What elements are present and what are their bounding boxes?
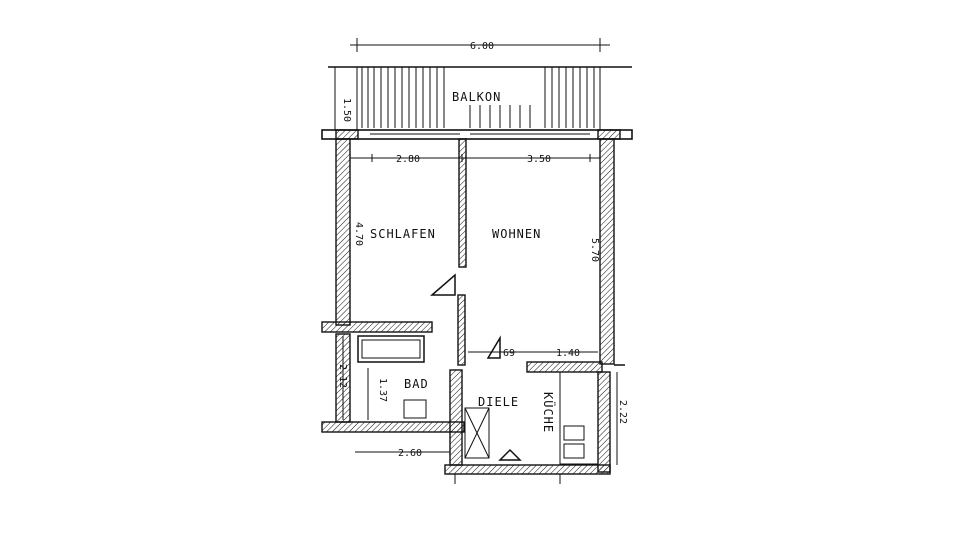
living-label: WOHNEN — [492, 227, 541, 241]
living-door-dimensions: 69 1.40 — [468, 335, 598, 359]
bath-small-label: 1.37 — [377, 378, 388, 402]
bath-depth-label: 2.12 — [337, 364, 348, 388]
living-depth-label: 5.70 — [589, 238, 600, 262]
bedroom-width-label: 2.80 — [396, 154, 420, 165]
kitchen-label: KÜCHE — [541, 392, 557, 433]
bath-label: BAD — [404, 377, 429, 391]
bedroom-door — [429, 273, 456, 296]
overall-width-label: 6.00 — [470, 41, 494, 52]
exterior-walls — [321, 129, 633, 475]
kitchen: KÜCHE 2.22 — [541, 371, 628, 465]
kitchen-depth-label: 2.22 — [617, 400, 628, 424]
bathtub — [357, 335, 425, 363]
bath-width-label: 2.60 — [398, 448, 422, 459]
door-b-label: 1.40 — [556, 348, 580, 359]
washbasin — [403, 399, 427, 419]
interior-walls — [321, 138, 603, 466]
balcony-railing — [361, 67, 595, 128]
balcony: BALKON 1.50 — [328, 66, 632, 131]
living-width-label: 3.50 — [527, 154, 551, 165]
door-a-label: 69 — [503, 348, 515, 359]
hall: DIELE — [464, 395, 522, 461]
kitchen-counter — [559, 371, 599, 465]
sink — [563, 443, 585, 459]
stove — [563, 425, 585, 441]
room-width-dimensions: 2.80 3.50 — [350, 154, 600, 165]
bedroom-depth-label: 4.70 — [353, 222, 364, 246]
entrance — [454, 474, 561, 484]
wardrobe — [464, 407, 490, 459]
balcony-depth-label: 1.50 — [341, 98, 352, 122]
bath: BAD 1.37 2.12 2.60 — [337, 335, 450, 459]
overall-width-dimension: 6.00 — [350, 38, 610, 52]
hall-label: DIELE — [478, 395, 519, 409]
balcony-label: BALKON — [452, 90, 501, 104]
bedroom-label: SCHLAFEN — [370, 227, 436, 241]
